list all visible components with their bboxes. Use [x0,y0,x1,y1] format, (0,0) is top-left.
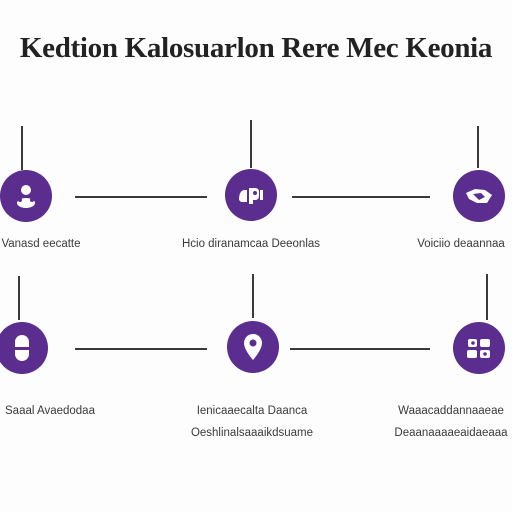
person-icon [17,185,35,208]
label-node-3: Voiciio deaannaa [410,235,512,253]
hands-icon [239,188,263,204]
stem-node-2 [250,120,252,168]
node-6[interactable] [453,322,505,374]
stem-node-1 [21,126,23,170]
node-2[interactable] [225,169,277,221]
handshake-icon [466,189,492,203]
label-line: Oeshlinalsaaaikdsuame [190,427,314,439]
connector-4-5 [75,348,207,350]
label-line: Waaacaddannaaeae [398,405,504,417]
node-4[interactable] [0,322,48,374]
label-line: Deaanaaaaeaidaeaaa [394,427,508,439]
diagram-title: Kedtion Kalosuarlon Rere Mec Keonia [19,32,493,64]
label-line: Saaal Avaedodaa [5,405,95,417]
stem-node-4 [18,276,20,320]
label-node-2: Hcio diranamcaa Deeonlas [160,235,342,253]
location-pin-icon [244,334,262,360]
label-line: Hcio diranamcaa Deeonlas [181,238,321,250]
label-node-6: Waaacaddannaaeae Deaanaaaaeaidaeaaa [392,402,510,442]
people-icon [467,339,490,358]
label-line: Vanasd eecatte [1,238,81,250]
node-5[interactable] [227,321,279,373]
connector-1-2 [75,196,207,198]
label-node-1: Vanasd eecatte [0,235,82,253]
node-3[interactable] [453,170,505,222]
connector-2-3 [292,196,430,198]
stem-node-5 [252,274,254,318]
label-line: Voiciio deaannaa [417,238,505,250]
label-node-5: Ienicaaecalta Daanca Oeshlinalsaaaikdsua… [166,402,338,442]
label-node-4: Saaal Avaedodaa [0,402,100,420]
node-1[interactable] [0,170,52,222]
connector-5-6 [290,348,430,350]
stem-node-3 [477,126,479,168]
label-line: Ienicaaecalta Daanca [196,405,308,417]
stem-node-6 [486,274,488,320]
capsule-icon [15,335,29,361]
